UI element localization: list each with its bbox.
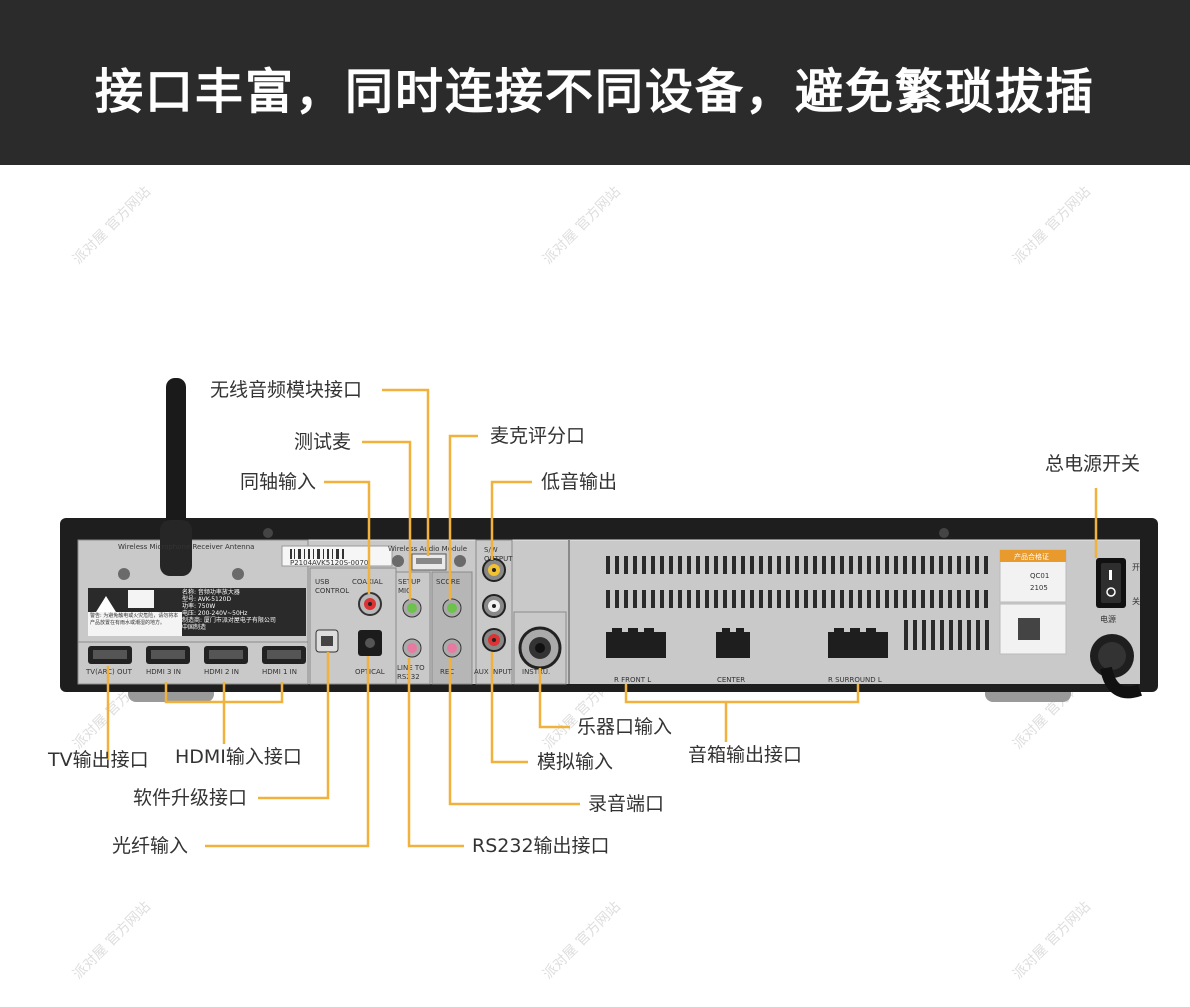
usb-control-label: USB CONTROL bbox=[315, 578, 350, 595]
antenna bbox=[166, 378, 186, 528]
score-label: SCORE bbox=[436, 578, 461, 586]
serial-label: P2104AVK5120S-0070 bbox=[290, 559, 369, 567]
callout-optical-in: 光纤输入 bbox=[112, 835, 189, 857]
antenna-label: Wireless Microphone Receiver Antenna bbox=[118, 543, 255, 551]
vent-grille bbox=[606, 556, 989, 650]
cert-title: 产品合格证 bbox=[1014, 553, 1049, 561]
front-label: R FRONT L bbox=[614, 676, 652, 684]
hdmi2-label: HDMI 2 IN bbox=[204, 668, 239, 676]
speaker-terminals bbox=[606, 628, 888, 658]
nameplate-text: 名称: 音频功率放大器 型号: AVK-5120D 功率: 750W 电压: 2… bbox=[182, 589, 306, 631]
nameplate-line: 制造商: 厦门市派对屋电子有限公司 bbox=[182, 617, 276, 624]
switch-on-label: 开 bbox=[1132, 563, 1140, 572]
callout-analog-in: 模拟输入 bbox=[537, 751, 614, 773]
callout-wireless-module: 无线音频模块接口 bbox=[210, 379, 363, 401]
title-banner: 接口丰富，同时连接不同设备，避免繁琐拔插 bbox=[0, 0, 1190, 165]
callout-hdmi-in: HDMI输入接口 bbox=[175, 746, 302, 768]
banner-title: 接口丰富，同时连接不同设备，避免繁琐拔插 bbox=[94, 64, 1095, 120]
optical-label: OPTICAL bbox=[355, 668, 385, 676]
callout-instrument-in: 乐器口输入 bbox=[577, 716, 673, 738]
hdmi-ports bbox=[88, 646, 306, 664]
nameplate-line: 功率: 750W bbox=[182, 603, 216, 610]
switch-off-label: 关 bbox=[1132, 597, 1140, 606]
power-label: 电源 bbox=[1100, 615, 1116, 624]
hdmi1-label: HDMI 1 IN bbox=[262, 668, 297, 676]
center-label: CENTER bbox=[717, 676, 746, 684]
callout-test-mic: 测试麦 bbox=[294, 431, 352, 453]
callout-power-switch: 总电源开关 bbox=[1045, 453, 1141, 475]
nameplate-line: 型号: AVK-5120D bbox=[182, 596, 232, 603]
nameplate-line: 名称: 音频功率放大器 bbox=[182, 589, 240, 596]
callout-rs232-out: RS232输出接口 bbox=[472, 835, 610, 857]
callout-bass-out: 低音输出 bbox=[541, 471, 618, 493]
warning-text: 警告: 为避免触电或火灾危险，请勿将本产品放置在有雨水或潮湿的地方。 bbox=[90, 613, 179, 626]
callout-speaker-out: 音箱输出接口 bbox=[688, 744, 803, 766]
nameplate-line: 中国制造 bbox=[182, 624, 207, 631]
hdmi3-label: HDMI 3 IN bbox=[146, 668, 181, 676]
instrument-label: INSTRU. bbox=[522, 668, 551, 676]
callout-software-upgrade: 软件升级接口 bbox=[133, 787, 248, 809]
cert-code: QC01 bbox=[1030, 572, 1050, 580]
nameplate-line: 电压: 200-240V~50Hz bbox=[182, 610, 248, 617]
callout-tv-out: TV输出接口 bbox=[48, 749, 149, 771]
rec-label: REC bbox=[440, 668, 455, 676]
coaxial-label: COAXIAL bbox=[352, 578, 383, 586]
cert-date: 2105 bbox=[1030, 584, 1048, 592]
surround-label: R SURROUND L bbox=[828, 676, 882, 684]
callout-coaxial-in: 同轴输入 bbox=[240, 471, 317, 493]
score-box bbox=[431, 571, 473, 685]
callout-mic-score: 麦克评分口 bbox=[490, 425, 586, 447]
callout-record-port: 录音端口 bbox=[588, 793, 665, 815]
